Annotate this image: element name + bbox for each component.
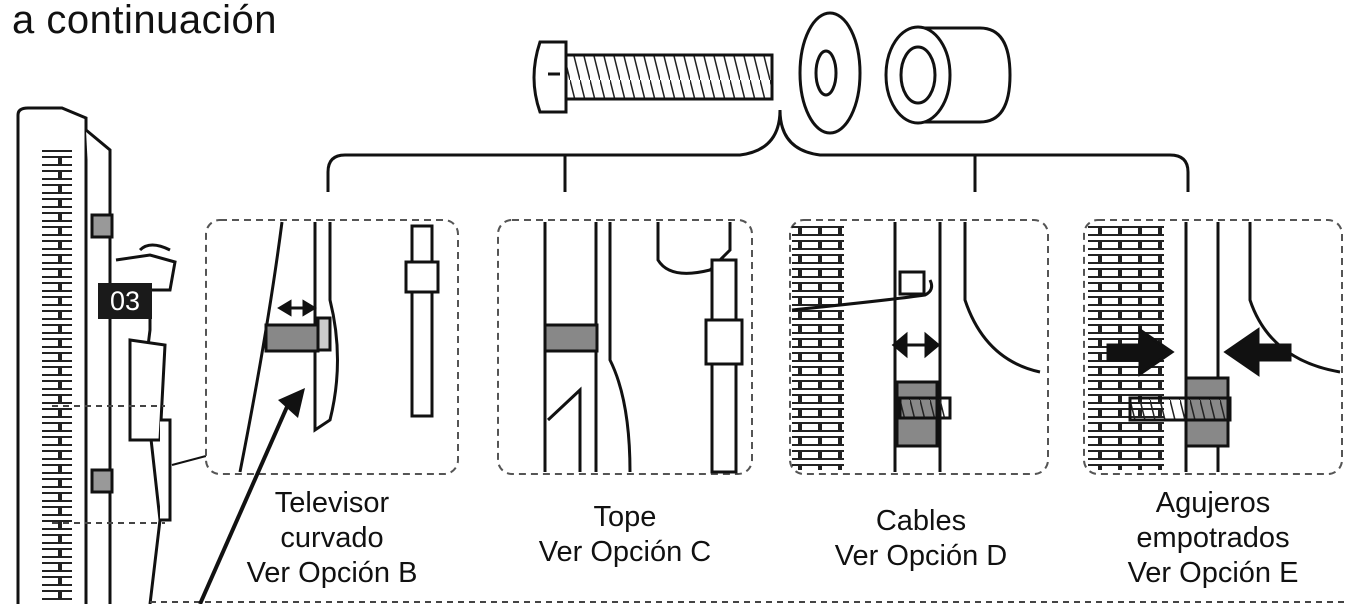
- detail-panel-cables: [789, 219, 1049, 475]
- step-number-badge: 03: [98, 283, 152, 319]
- option-e-caption: Agujeros empotrados Ver Opción E: [1127, 487, 1299, 589]
- curve-arrow-icon: [198, 399, 292, 604]
- washer-icon: [798, 11, 862, 135]
- option-b-caption: Televisor curvado Ver Opción B: [246, 487, 418, 589]
- tv-side-view: [16, 106, 177, 604]
- option-c-caption: Tope Ver Opción C: [538, 501, 712, 568]
- page-heading: a continuación: [12, 0, 277, 42]
- option-d-caption: Cables Ver Opción D: [834, 505, 1008, 572]
- detail-panel-curved-tv: [198, 219, 459, 604]
- spacer-icon: [884, 25, 1012, 125]
- screw-icon: [532, 40, 774, 114]
- detail-panel-stopper: [497, 219, 753, 475]
- option-brace: [326, 109, 1190, 192]
- dashed-guide-lines: [52, 405, 1348, 603]
- detail-panel-recessed-holes: [1083, 219, 1343, 475]
